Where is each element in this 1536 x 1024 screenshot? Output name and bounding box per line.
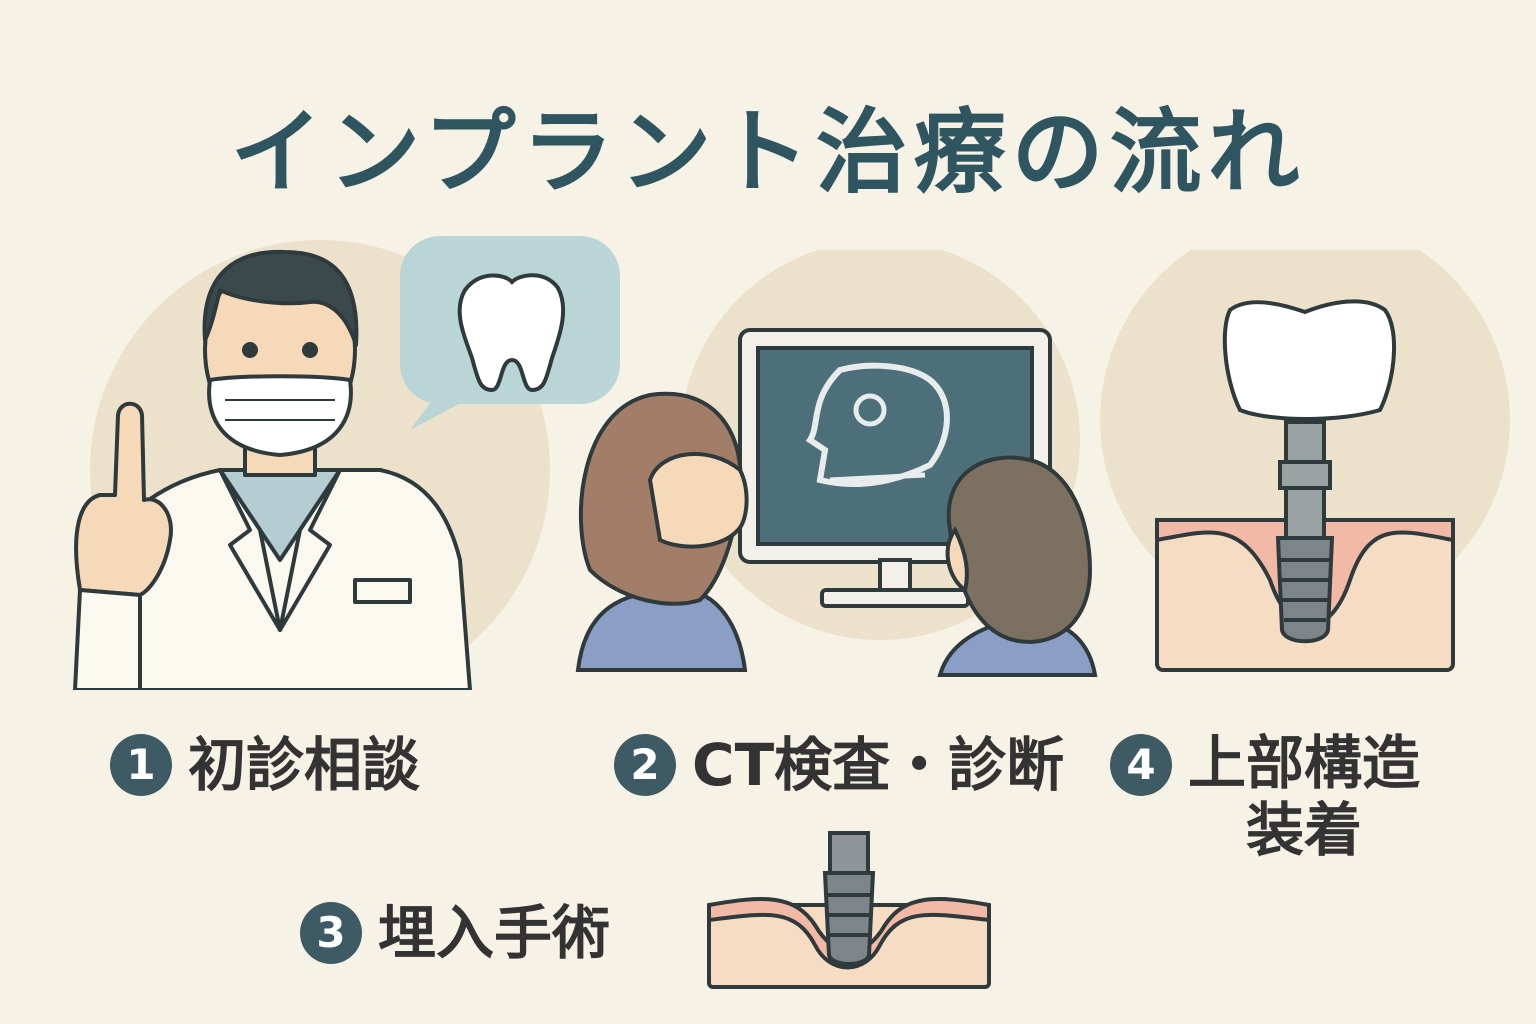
step-text-line-2: 装着: [1246, 795, 1363, 864]
step-text: 埋入手術: [378, 899, 611, 967]
tooth-icon: [457, 273, 566, 393]
step-text-line-1: 上部構造: [1188, 729, 1421, 797]
crown-illustration: [1100, 250, 1520, 680]
step-badge: 2: [614, 734, 676, 797]
step-3-label: 3 埋入手術: [300, 900, 610, 967]
page-title: インプラント治療の流れ: [230, 99, 1306, 206]
implant-illustration: [705, 825, 995, 995]
ct-exam-illustration: [570, 250, 1110, 680]
step-text: 初診相談: [188, 731, 421, 799]
doctor-icon: [73, 249, 472, 690]
step-text: CT検査・診断: [692, 731, 1065, 799]
implant-crown-icon: [1155, 299, 1455, 672]
implant-icon: [707, 831, 991, 989]
step-badge: 4: [1110, 734, 1172, 796]
step-1-label: 1 初診相談: [110, 732, 420, 799]
consultation-illustration: [60, 230, 640, 690]
step-2-label: 2 CT検査・診断: [614, 732, 1064, 799]
patient-icon: [575, 391, 749, 672]
step-badge: 3: [300, 902, 362, 965]
step-text: 上部構造 装着: [1188, 730, 1420, 863]
step-4-label: 4 上部構造 装着: [1110, 730, 1420, 863]
staff-icon: [937, 455, 1098, 677]
step-badge: 1: [110, 734, 172, 797]
